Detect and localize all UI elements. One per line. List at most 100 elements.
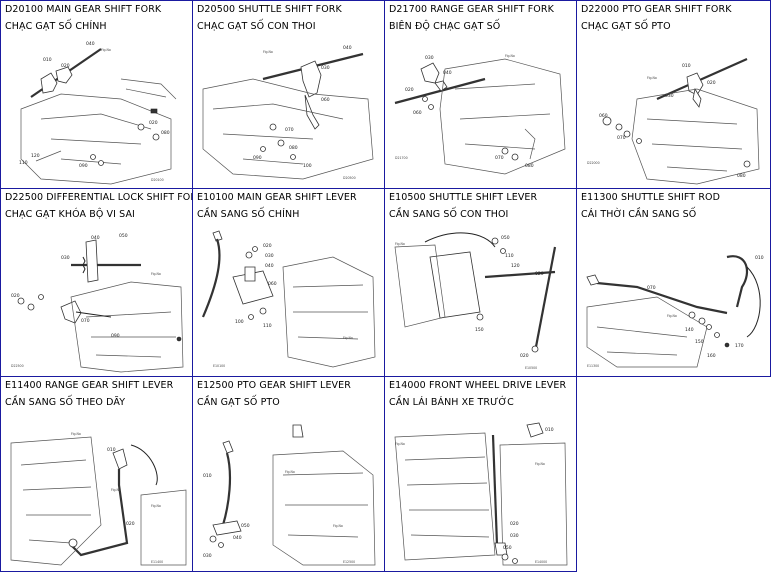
svg-text:140: 140 <box>685 327 694 333</box>
svg-text:080: 080 <box>289 145 298 151</box>
svg-text:010: 010 <box>203 473 212 479</box>
svg-text:D20500: D20500 <box>343 176 356 180</box>
svg-text:090: 090 <box>79 163 88 169</box>
svg-text:010: 010 <box>755 255 764 261</box>
svg-text:E14000: E14000 <box>535 560 547 564</box>
svg-text:E11400: E11400 <box>151 560 163 564</box>
part-title: CHẠC GẠT KHÓA BỘ VI SAI <box>5 209 135 220</box>
catalog-cell-e10500[interactable]: E10500 SHUTTLE SHIFT LEVER CẦN SANG SỐ C… <box>385 189 577 377</box>
part-title: CÁI THỜI CẦN SANG SỐ <box>581 209 697 220</box>
part-title: CHẠC GẠT SỐ CHÍNH <box>5 21 107 32</box>
svg-text:Fig.No: Fig.No <box>505 54 515 58</box>
svg-text:D22000: D22000 <box>587 161 600 165</box>
svg-text:040: 040 <box>91 235 100 241</box>
svg-text:Fig.No: Fig.No <box>667 314 677 318</box>
catalog-cell-e12500[interactable]: E12500 PTO GEAR SHIFT LEVER CẦN GẠT SỐ P… <box>193 377 385 572</box>
part-code: D20100 MAIN GEAR SHIFT FORK <box>5 4 162 15</box>
svg-text:020: 020 <box>510 521 519 527</box>
catalog-cell-d22000[interactable]: D22000 PTO GEAR SHIFT FORK CHẠC GẠT SỐ P… <box>577 1 771 189</box>
svg-text:Fig.No: Fig.No <box>285 470 295 474</box>
svg-text:060: 060 <box>599 113 608 119</box>
svg-text:120: 120 <box>31 153 40 159</box>
svg-text:030: 030 <box>265 253 274 259</box>
svg-text:Fig.No: Fig.No <box>151 504 161 508</box>
part-title: CHẠC GẠT SỐ PTO <box>581 21 671 32</box>
svg-text:020: 020 <box>149 120 158 126</box>
svg-text:030: 030 <box>510 533 519 539</box>
part-title: BIÊN ĐỘ CHẠC GẠT SỐ <box>389 21 501 32</box>
part-title: CẦN LÁI BÁNH XE TRƯỚC <box>389 397 514 408</box>
svg-text:060: 060 <box>268 281 277 287</box>
svg-text:020: 020 <box>707 80 716 86</box>
catalog-cell-d20100[interactable]: D20100 MAIN GEAR SHIFT FORK CHẠC GẠT SỐ … <box>1 1 193 189</box>
svg-text:060: 060 <box>413 110 422 116</box>
svg-text:080: 080 <box>737 173 746 179</box>
svg-text:050: 050 <box>119 233 128 239</box>
svg-text:Fig.No: Fig.No <box>535 462 545 466</box>
svg-text:040: 040 <box>233 535 242 541</box>
part-title: CẦN SANG SỐ THEO DÃY <box>5 397 126 408</box>
svg-text:070: 070 <box>647 285 656 291</box>
svg-text:050: 050 <box>241 523 250 529</box>
svg-text:Fig.No: Fig.No <box>395 442 405 446</box>
catalog-cell-d20500[interactable]: D20500 SHUTTLE SHIFT FORK CHẠC GẠT SỐ CO… <box>193 1 385 189</box>
svg-text:090: 090 <box>111 333 120 339</box>
svg-text:020: 020 <box>61 63 70 69</box>
svg-text:E10100: E10100 <box>213 364 225 368</box>
svg-text:150: 150 <box>475 327 484 333</box>
part-title: CẦN SANG SỐ CHÍNH <box>197 209 300 220</box>
svg-text:070: 070 <box>617 135 626 141</box>
svg-text:070: 070 <box>81 318 90 324</box>
part-title: CHẠC GẠT SỐ CON THOI <box>197 21 316 32</box>
svg-text:020: 020 <box>405 87 414 93</box>
catalog-cell-d21700[interactable]: D21700 RANGE GEAR SHIFT FORK BIÊN ĐỘ CHẠ… <box>385 1 577 189</box>
svg-text:E12500: E12500 <box>343 560 355 564</box>
svg-text:100: 100 <box>303 163 312 169</box>
svg-text:Fig.No: Fig.No <box>343 336 353 340</box>
svg-text:Fig.No: Fig.No <box>263 50 273 54</box>
svg-text:E11300: E11300 <box>587 364 599 368</box>
svg-text:070: 070 <box>285 127 294 133</box>
svg-text:050: 050 <box>503 545 512 551</box>
catalog-cell-e11300[interactable]: E11300 SHUTTLE SHIFT ROD CÁI THỜI CẦN SA… <box>577 189 771 377</box>
svg-text:D20100: D20100 <box>151 178 164 182</box>
svg-text:030: 030 <box>321 65 330 71</box>
svg-text:Fig.No: Fig.No <box>151 272 161 276</box>
part-code: D20500 SHUTTLE SHIFT FORK <box>197 4 342 15</box>
svg-text:020: 020 <box>520 353 529 359</box>
svg-text:170: 170 <box>735 343 744 349</box>
svg-text:160: 160 <box>707 353 716 359</box>
svg-text:010: 010 <box>682 63 691 69</box>
svg-text:030: 030 <box>203 553 212 559</box>
catalog-cell-e14000[interactable]: E14000 FRONT WHEEL DRIVE LEVER CẦN LÁI B… <box>385 377 577 572</box>
svg-text:040: 040 <box>343 45 352 51</box>
part-code: D22500 DIFFERENTIAL LOCK SHIFT FOR <box>5 192 193 203</box>
part-code: E11300 SHUTTLE SHIFT ROD <box>581 192 721 203</box>
catalog-cell-e10100[interactable]: E10100 MAIN GEAR SHIFT LEVER CẦN SANG SỐ… <box>193 189 385 377</box>
catalog-cell-d22500[interactable]: D22500 DIFFERENTIAL LOCK SHIFT FOR CHẠC … <box>1 189 193 377</box>
svg-text:020: 020 <box>126 521 135 527</box>
svg-text:150: 150 <box>695 339 704 345</box>
svg-text:080: 080 <box>525 163 534 169</box>
svg-text:D22500: D22500 <box>11 364 24 368</box>
svg-text:040: 040 <box>443 70 452 76</box>
svg-text:080: 080 <box>161 130 170 136</box>
svg-text:010: 010 <box>43 57 52 63</box>
part-title: CẦN SANG SỐ CON THOI <box>389 209 509 220</box>
svg-text:020: 020 <box>535 271 544 277</box>
svg-text:050: 050 <box>501 235 510 241</box>
part-code: E10100 MAIN GEAR SHIFT LEVER <box>197 192 357 203</box>
part-code: E11400 RANGE GEAR SHIFT LEVER <box>5 380 174 391</box>
svg-text:010: 010 <box>545 427 554 433</box>
svg-text:040: 040 <box>86 41 95 47</box>
svg-text:Fig.No: Fig.No <box>111 488 121 492</box>
svg-text:110: 110 <box>19 160 28 166</box>
catalog-cell-e11400[interactable]: E11400 RANGE GEAR SHIFT LEVER CẦN SANG S… <box>1 377 193 572</box>
